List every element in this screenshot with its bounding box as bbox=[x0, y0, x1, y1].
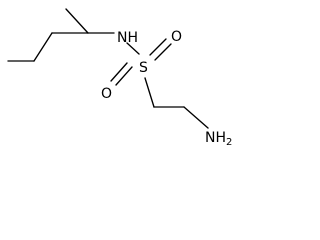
atom-o-right-label: O bbox=[171, 29, 182, 45]
bond-ch2-nh2 bbox=[183, 106, 209, 129]
molecule-diagram: NH S O O NH2 bbox=[7, 8, 232, 148]
atom-nh-label: NH bbox=[117, 30, 138, 46]
bond-s-o-right-b bbox=[154, 43, 172, 61]
atom-nh2-main: NH bbox=[205, 130, 226, 146]
bond-ch2-ch2-b bbox=[33, 32, 53, 62]
bond-methyl-ch bbox=[65, 8, 89, 34]
atom-s-label: S bbox=[139, 60, 148, 76]
bond-s-o-left-a bbox=[110, 62, 128, 82]
bond-s-o-left-b bbox=[115, 66, 133, 86]
atom-nh2-subscript: 2 bbox=[226, 137, 232, 148]
bond-s-o-right-a bbox=[149, 38, 167, 56]
bond-nh-s bbox=[126, 42, 140, 55]
atom-o-left-label: O bbox=[101, 86, 112, 102]
bond-s-ch2 bbox=[144, 77, 155, 108]
atom-nh2-label: NH2 bbox=[205, 130, 232, 148]
